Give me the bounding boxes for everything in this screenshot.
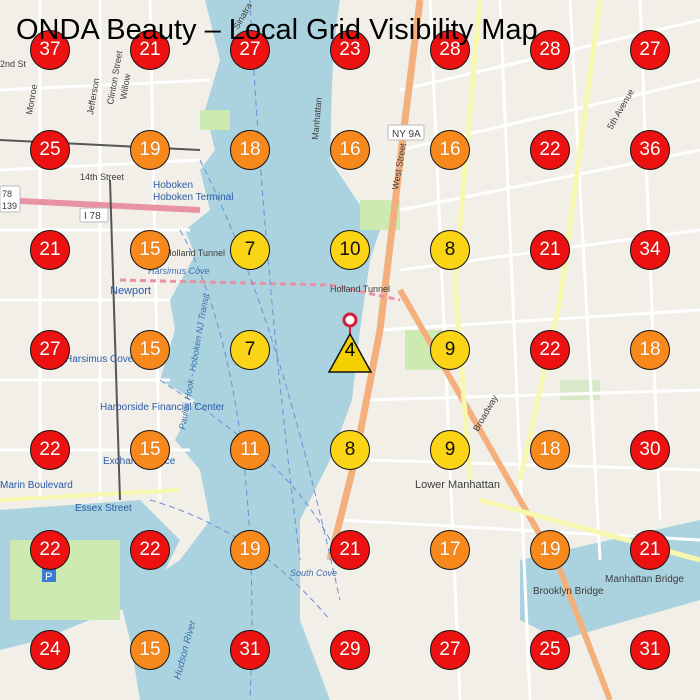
grid-rank-marker[interactable]: 21 [130, 30, 170, 70]
grid-rank-marker[interactable]: 8 [430, 230, 470, 270]
label-hoboken-terminal: Hoboken Terminal [153, 192, 233, 203]
shield-ny9a: NY 9A [387, 124, 425, 141]
grid-rank-marker[interactable]: 37 [30, 30, 70, 70]
label-essex-street: Essex Street [75, 503, 132, 514]
grid-rank-marker[interactable]: 7 [230, 230, 270, 270]
shield-i78: I 78 [79, 207, 109, 223]
grid-rank-marker[interactable]: 21 [630, 530, 670, 570]
grid-rank-marker[interactable]: 8 [330, 430, 370, 470]
map-pin-icon [327, 312, 373, 373]
grid-rank-marker[interactable]: 24 [30, 630, 70, 670]
grid-rank-marker[interactable]: 21 [30, 230, 70, 270]
grid-rank-marker[interactable]: 22 [530, 130, 570, 170]
park [200, 110, 230, 130]
svg-text:I 78: I 78 [84, 211, 101, 222]
grid-rank-marker[interactable]: 9 [430, 330, 470, 370]
park [560, 380, 600, 400]
grid-rank-marker[interactable]: 22 [30, 430, 70, 470]
map-title: ONDA Beauty – Local Grid Visibility Map [16, 14, 538, 46]
grid-rank-marker[interactable]: 15 [130, 230, 170, 270]
grid-rank-marker[interactable]: 30 [630, 430, 670, 470]
svg-text:P: P [45, 571, 52, 583]
label-14th-street: 14th Street [80, 172, 125, 182]
label-south-cove: South Cove [290, 568, 337, 578]
label-2nd-st: 2nd St [0, 59, 27, 69]
label-marin-boulevard: Marin Boulevard [0, 480, 73, 491]
business-location[interactable]: 4 [326, 312, 374, 374]
grid-rank-marker[interactable]: 22 [530, 330, 570, 370]
label-harsimus-cove-water: Harsimus Cove [148, 266, 210, 276]
grid-rank-marker[interactable]: 18 [530, 430, 570, 470]
grid-rank-marker[interactable]: 16 [330, 130, 370, 170]
grid-rank-marker[interactable]: 25 [530, 630, 570, 670]
label-manhattan: Manhattan [310, 97, 324, 140]
grid-rank-marker[interactable]: 31 [630, 630, 670, 670]
business-rank: 4 [344, 340, 356, 361]
label-lower-manhattan: Lower Manhattan [415, 479, 500, 491]
grid-rank-marker[interactable]: 27 [430, 630, 470, 670]
label-manhattan-bridge: Manhattan Bridge [605, 574, 684, 585]
grid-rank-marker[interactable]: 10 [330, 230, 370, 270]
grid-rank-marker[interactable]: 21 [330, 530, 370, 570]
grid-rank-marker[interactable]: 11 [230, 430, 270, 470]
grid-rank-marker[interactable]: 27 [230, 30, 270, 70]
grid-rank-marker[interactable]: 9 [430, 430, 470, 470]
shield-78-139: 78 139 [0, 185, 21, 213]
grid-rank-marker[interactable]: 19 [130, 130, 170, 170]
grid-rank-marker[interactable]: 17 [430, 530, 470, 570]
label-brooklyn-bridge: Brooklyn Bridge [533, 586, 604, 597]
grid-rank-marker[interactable]: 28 [430, 30, 470, 70]
grid-rank-marker[interactable]: 18 [230, 130, 270, 170]
grid-rank-marker[interactable]: 22 [130, 530, 170, 570]
svg-text:NY 9A: NY 9A [392, 129, 421, 140]
grid-rank-marker[interactable]: 36 [630, 130, 670, 170]
label-harsimus-cove: Harsimus Cove [65, 354, 134, 365]
grid-rank-marker[interactable]: 22 [30, 530, 70, 570]
grid-rank-marker[interactable]: 25 [30, 130, 70, 170]
label-holland-tunnel-east: Holland Tunnel [330, 284, 390, 294]
label-newport: Newport [110, 285, 151, 297]
grid-rank-marker[interactable]: 15 [130, 330, 170, 370]
label-harborside: Harborside Financial Center [100, 402, 225, 413]
grid-rank-marker[interactable]: 23 [330, 30, 370, 70]
label-holland-tunnel-west: Holland Tunnel [165, 248, 225, 258]
grid-rank-marker[interactable]: 15 [130, 430, 170, 470]
grid-rank-marker[interactable]: 27 [630, 30, 670, 70]
grid-rank-marker[interactable]: 15 [130, 630, 170, 670]
parking-sign: P [42, 568, 56, 583]
grid-rank-marker[interactable]: 7 [230, 330, 270, 370]
svg-text:139: 139 [2, 201, 17, 211]
label-willow: Willow [118, 73, 132, 101]
grid-rank-marker[interactable]: 28 [530, 30, 570, 70]
grid-rank-marker[interactable]: 34 [630, 230, 670, 270]
grid-rank-marker[interactable]: 19 [230, 530, 270, 570]
grid-rank-marker[interactable]: 29 [330, 630, 370, 670]
grid-rank-marker[interactable]: 16 [430, 130, 470, 170]
grid-rank-marker[interactable]: 19 [530, 530, 570, 570]
grid-rank-marker[interactable]: 31 [230, 630, 270, 670]
grid-rank-marker[interactable]: 21 [530, 230, 570, 270]
label-hoboken: Hoboken [153, 180, 193, 191]
grid-rank-marker[interactable]: 27 [30, 330, 70, 370]
svg-text:78: 78 [2, 189, 12, 199]
grid-rank-marker[interactable]: 18 [630, 330, 670, 370]
